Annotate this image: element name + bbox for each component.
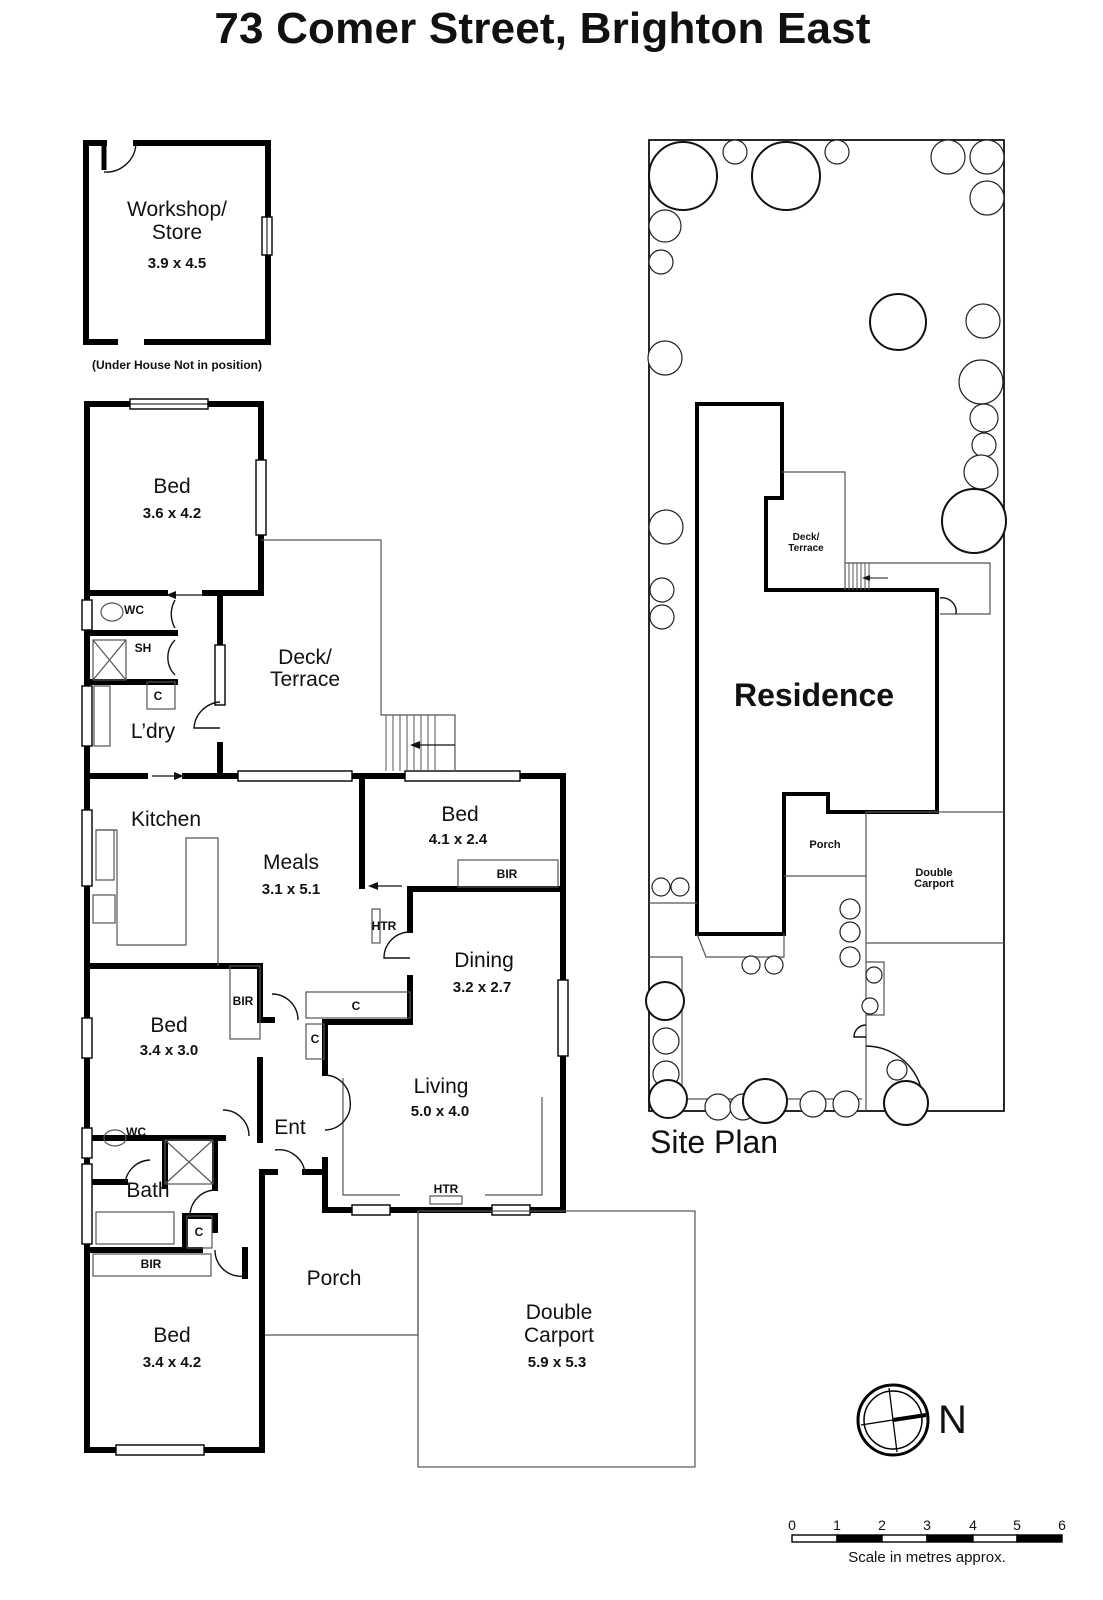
compass-north-label: N <box>938 1398 967 1442</box>
scale-tick-2: 2 <box>878 1517 886 1533</box>
scale-tick-0: 0 <box>788 1517 796 1533</box>
bed-front-label: Bed <box>153 1324 190 1347</box>
meals-heater-label: HTR <box>372 919 397 933</box>
entry-label: Ent <box>274 1116 306 1139</box>
bath-cupboard-label: C <box>195 1225 204 1239</box>
scale-tick-5: 5 <box>1013 1517 1021 1533</box>
porch-label: Porch <box>307 1267 362 1290</box>
laundry-cupboard-label: C <box>154 689 163 703</box>
bed-mid-left-dimensions: 3.4 x 3.0 <box>140 1042 198 1059</box>
bed-mid-right-dimensions: 4.1 x 2.4 <box>429 831 488 848</box>
site-carport-label-2: Carport <box>914 878 954 890</box>
kitchen-label: Kitchen <box>131 808 201 831</box>
deck-label: Deck/ <box>278 646 332 669</box>
site-plan-title: Site Plan <box>650 1124 778 1160</box>
workshop-room: Workshop/ Store 3.9 x 4.5 (Under House N… <box>83 140 273 372</box>
bed-mid-left-bir: BIR <box>233 994 254 1008</box>
carport-label-2: Carport <box>524 1324 594 1347</box>
site-residence-label: Residence <box>734 677 894 713</box>
laundry-label: L’dry <box>131 720 176 743</box>
carport-label: Double <box>526 1301 593 1324</box>
front-bir-label: BIR <box>141 1257 162 1271</box>
bed-front-dimensions: 3.4 x 4.2 <box>143 1354 201 1371</box>
page-title: 73 Comer Street, Brighton East <box>214 4 871 53</box>
windows <box>81 398 569 1456</box>
dining-dimensions: 3.2 x 2.7 <box>453 979 511 996</box>
bed-mid-left-label: Bed <box>150 1014 187 1037</box>
site-plan: Residence Deck/ Terrace Porch Double Car… <box>645 139 1007 1160</box>
living-label: Living <box>414 1075 469 1098</box>
scale-tick-3: 3 <box>923 1517 931 1533</box>
scale-bar: 0 1 2 3 4 5 6 Scale in metres approx. <box>788 1517 1066 1566</box>
site-deck-label: Deck/ <box>793 532 820 543</box>
entry-cupboard-label: C <box>311 1032 320 1046</box>
workshop-label-2: Store <box>152 221 202 244</box>
scale-tick-1: 1 <box>833 1517 841 1533</box>
compass-icon: N <box>856 1383 967 1457</box>
bed-rear-dimensions: 3.6 x 4.2 <box>143 505 201 522</box>
trees <box>645 139 1007 1126</box>
meals-label: Meals <box>263 851 319 874</box>
shower-label: SH <box>135 641 152 655</box>
site-deck-label-2: Terrace <box>788 543 824 554</box>
dining-cupboard-label: C <box>352 999 361 1013</box>
carport-dimensions: 5.9 x 5.3 <box>528 1354 586 1371</box>
meals-dimensions: 3.1 x 5.1 <box>262 881 320 898</box>
scale-tick-6: 6 <box>1058 1517 1066 1533</box>
living-heater-label: HTR <box>434 1182 459 1196</box>
bed-rear-label: Bed <box>153 475 190 498</box>
bath-label: Bath <box>126 1179 169 1202</box>
deck-label-2: Terrace <box>270 668 340 691</box>
dining-label: Dining <box>454 949 514 972</box>
site-porch-label: Porch <box>809 839 840 851</box>
wc-front-label: WC <box>126 1125 146 1139</box>
scale-tick-4: 4 <box>969 1517 977 1533</box>
bed-mid-right-bir: BIR <box>497 867 518 881</box>
house-walls <box>84 401 566 1453</box>
fixtures <box>92 539 696 1468</box>
scale-caption: Scale in metres approx. <box>848 1549 1006 1566</box>
workshop-note: (Under House Not in position) <box>92 358 262 372</box>
workshop-dimensions: 3.9 x 4.5 <box>148 255 206 272</box>
site-carport-label: Double <box>915 867 952 879</box>
bed-mid-right-label: Bed <box>441 803 478 826</box>
floor-plan-labels: Bed 3.6 x 4.2 WC SH C L’dry Deck/ Terrac… <box>124 475 594 1371</box>
workshop-label: Workshop/ <box>127 198 227 221</box>
living-dimensions: 5.0 x 4.0 <box>411 1103 469 1120</box>
wc-rear-label: WC <box>124 603 144 617</box>
